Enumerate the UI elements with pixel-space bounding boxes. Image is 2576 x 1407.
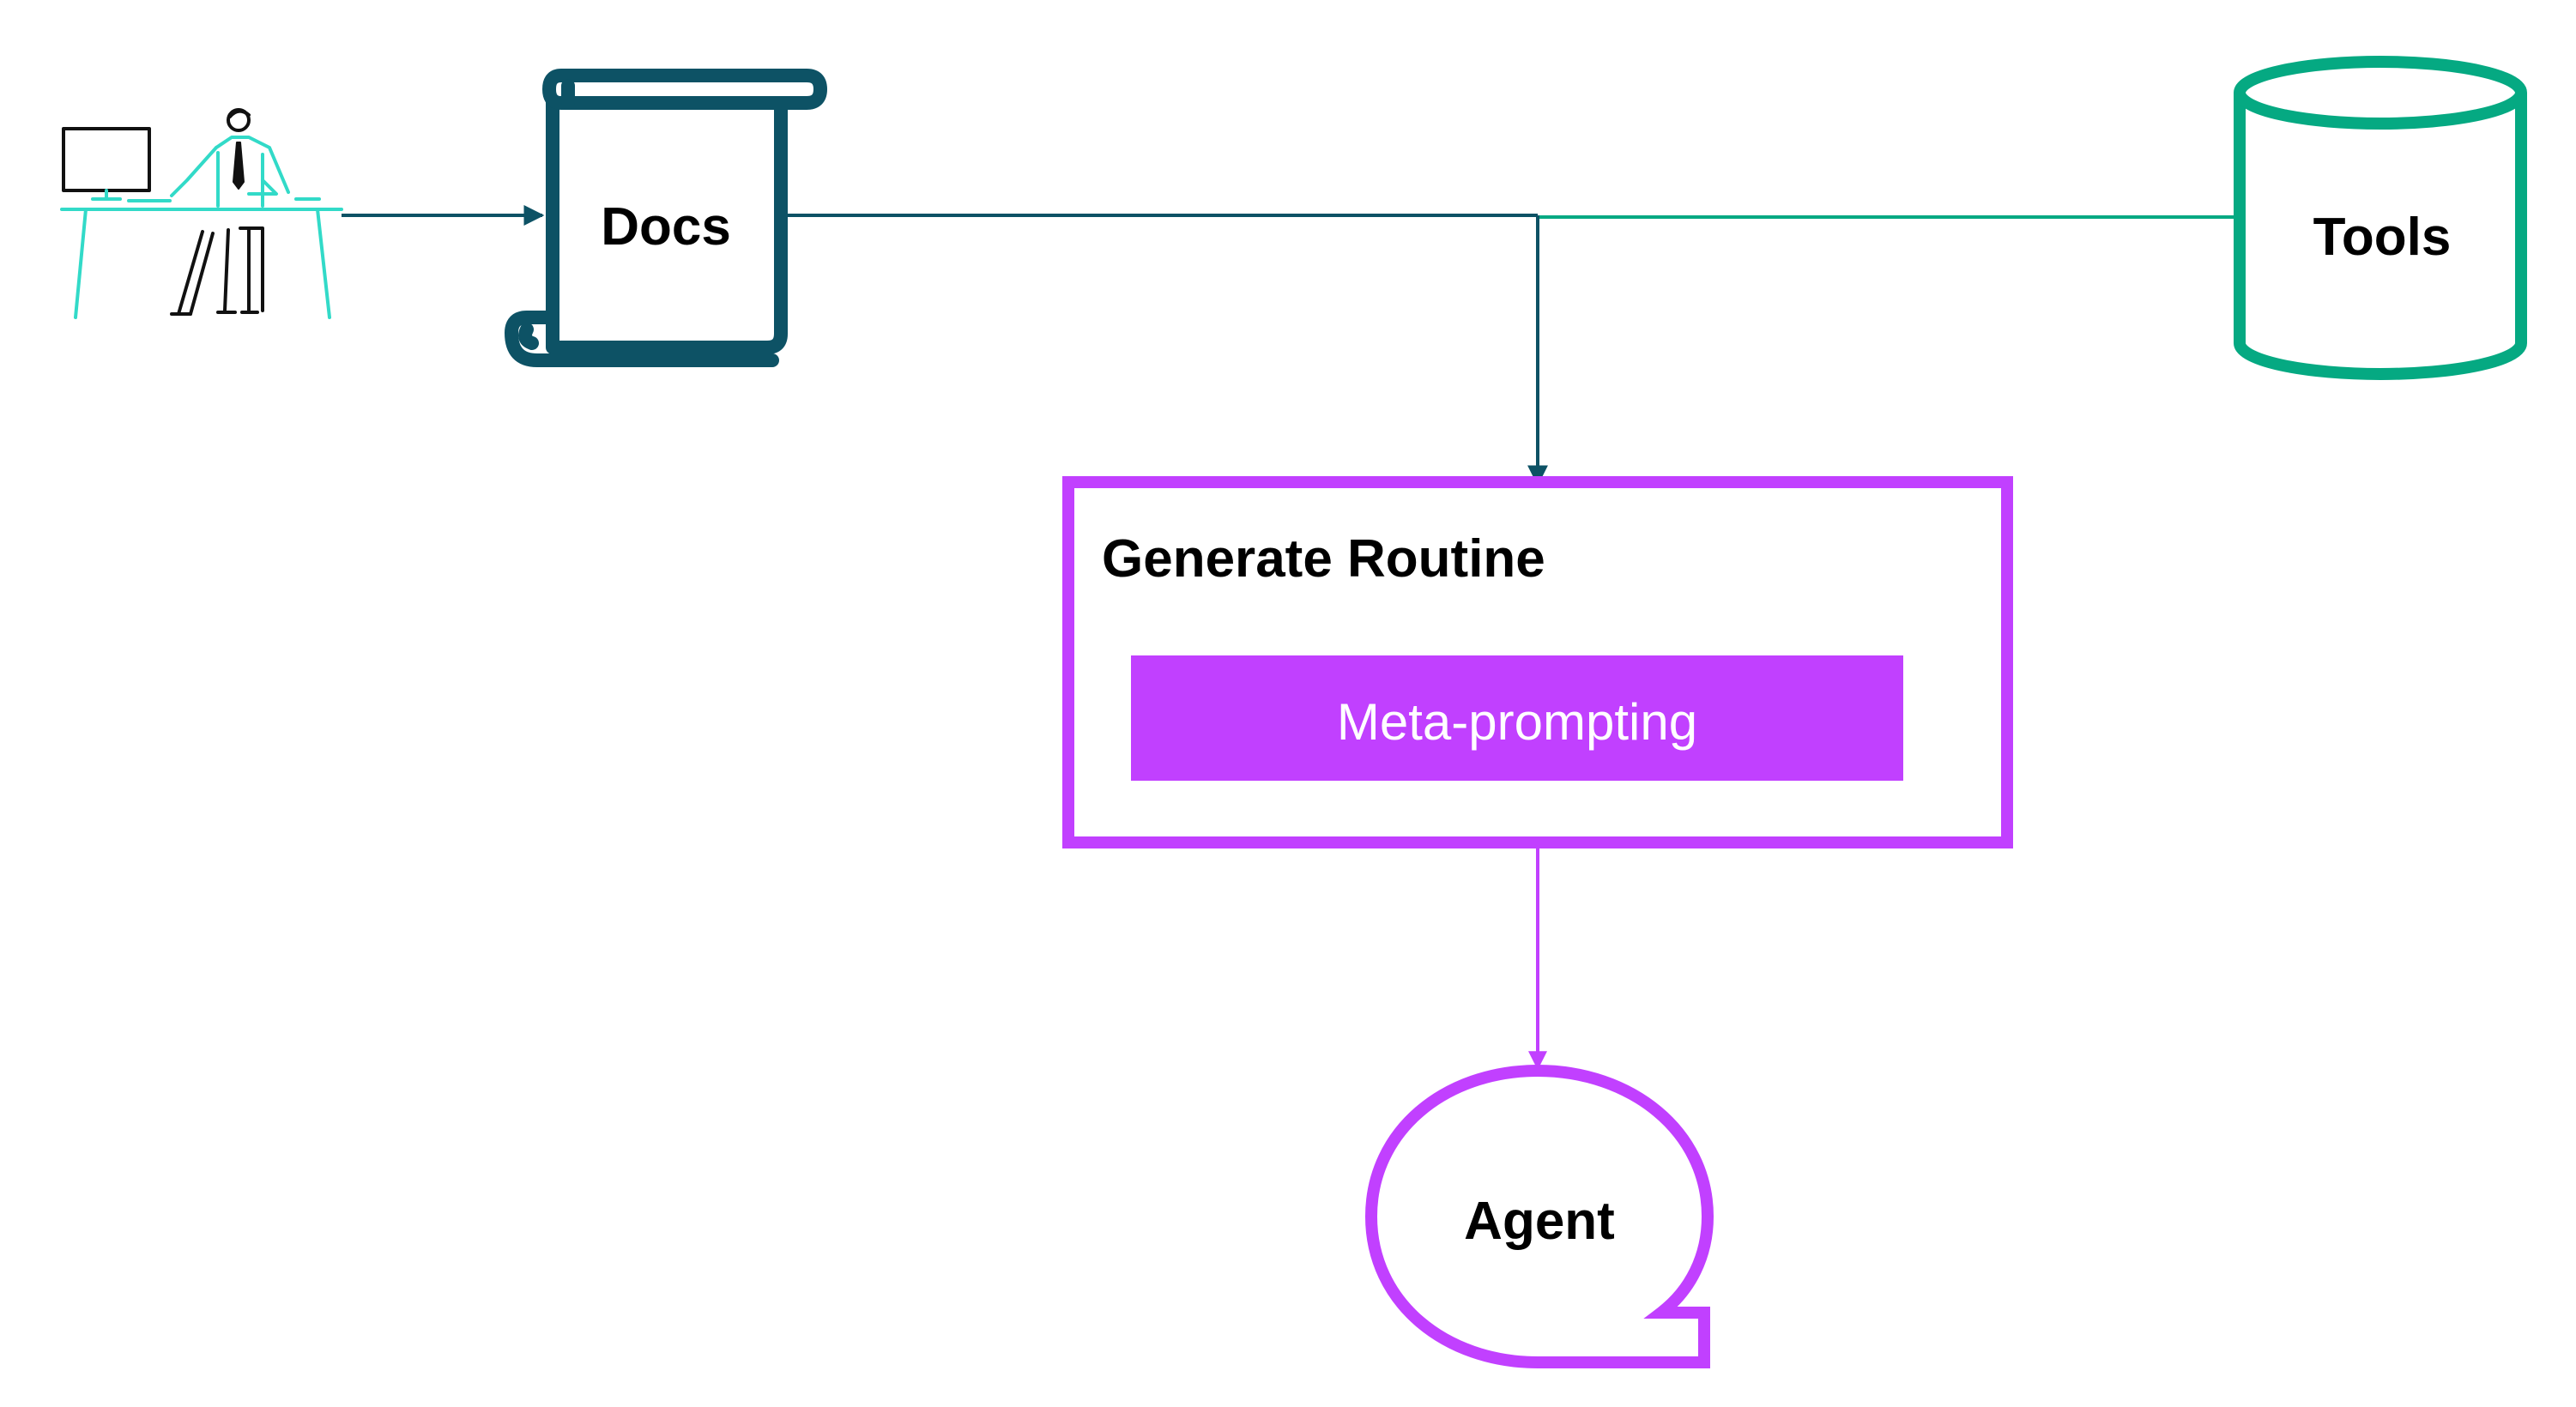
- docs-node[interactable]: Docs: [505, 69, 827, 367]
- agent-node[interactable]: Agent: [1364, 1064, 1714, 1368]
- agent-label: Agent: [1464, 1192, 1615, 1251]
- generate-routine-node[interactable]: Generate Routine Meta-prompting: [1062, 476, 2013, 848]
- connectors: [342, 205, 2234, 1071]
- database-cylinder-icon: [2234, 56, 2527, 380]
- speech-bubble-icon: [1364, 1064, 1714, 1368]
- person-at-desk-icon: [60, 108, 343, 319]
- scroll-icon: [505, 69, 827, 367]
- tools-node[interactable]: Tools: [2234, 56, 2527, 380]
- generate-routine-title: Generate Routine: [1102, 529, 1545, 589]
- tools-label: Tools: [2313, 208, 2452, 267]
- docs-label: Docs: [601, 197, 731, 257]
- meta-prompting-label: Meta-prompting: [1337, 693, 1697, 751]
- meta-prompting-step[interactable]: [1131, 655, 1903, 781]
